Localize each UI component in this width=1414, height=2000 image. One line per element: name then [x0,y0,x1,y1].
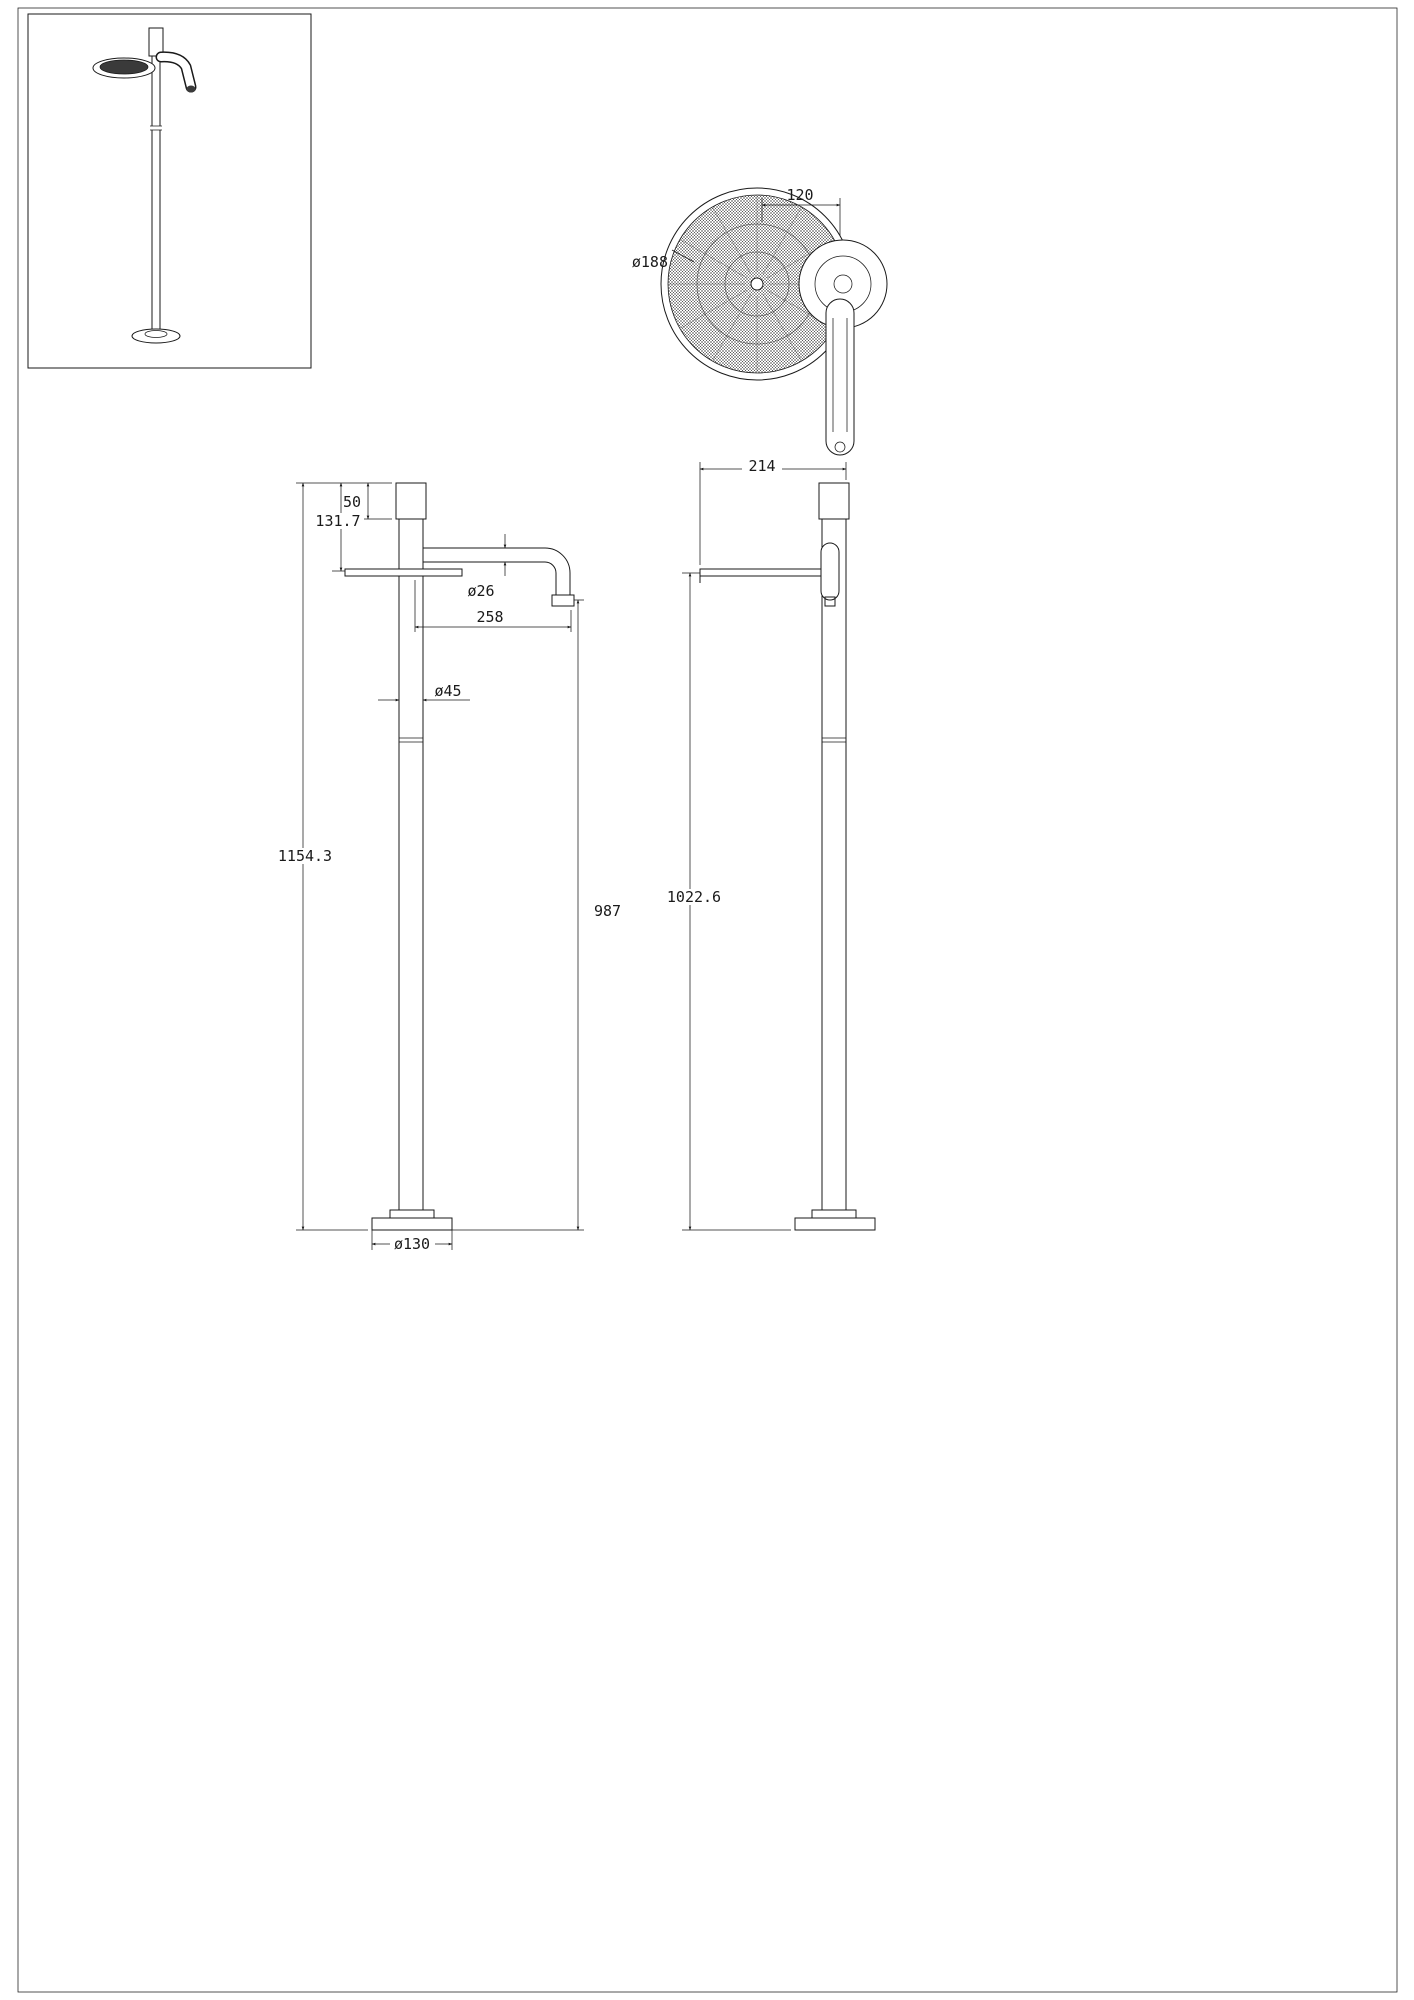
dim-cap-to-plate: 131.7 [315,512,360,530]
sheet-border [17,7,1398,1993]
dim-base-diameter: ø130 [394,1235,430,1253]
dim-plate-to-floor: 1022.6 [667,888,721,906]
dim-column-diameter: ø45 [434,682,461,700]
dim-total-height: 1154.3 [278,847,332,865]
dim-outlet-to-floor: 987 [594,902,621,920]
inset-perspective-view [27,13,312,369]
dim-top-depth: 214 [748,457,775,475]
dim-spout-reach: 258 [476,608,503,626]
dim-head-diameter: ø188 [632,253,668,271]
front-view: ø26 258 ø45 50 131.7 1154.3 987 [274,482,621,1253]
side-view: 214 1022.6 [662,457,876,1231]
top-view: 120 ø188 [632,186,888,456]
dim-spout-diameter: ø26 [467,582,494,600]
dim-handle-offset: 120 [786,186,813,204]
dim-cap-height: 50 [343,493,361,511]
